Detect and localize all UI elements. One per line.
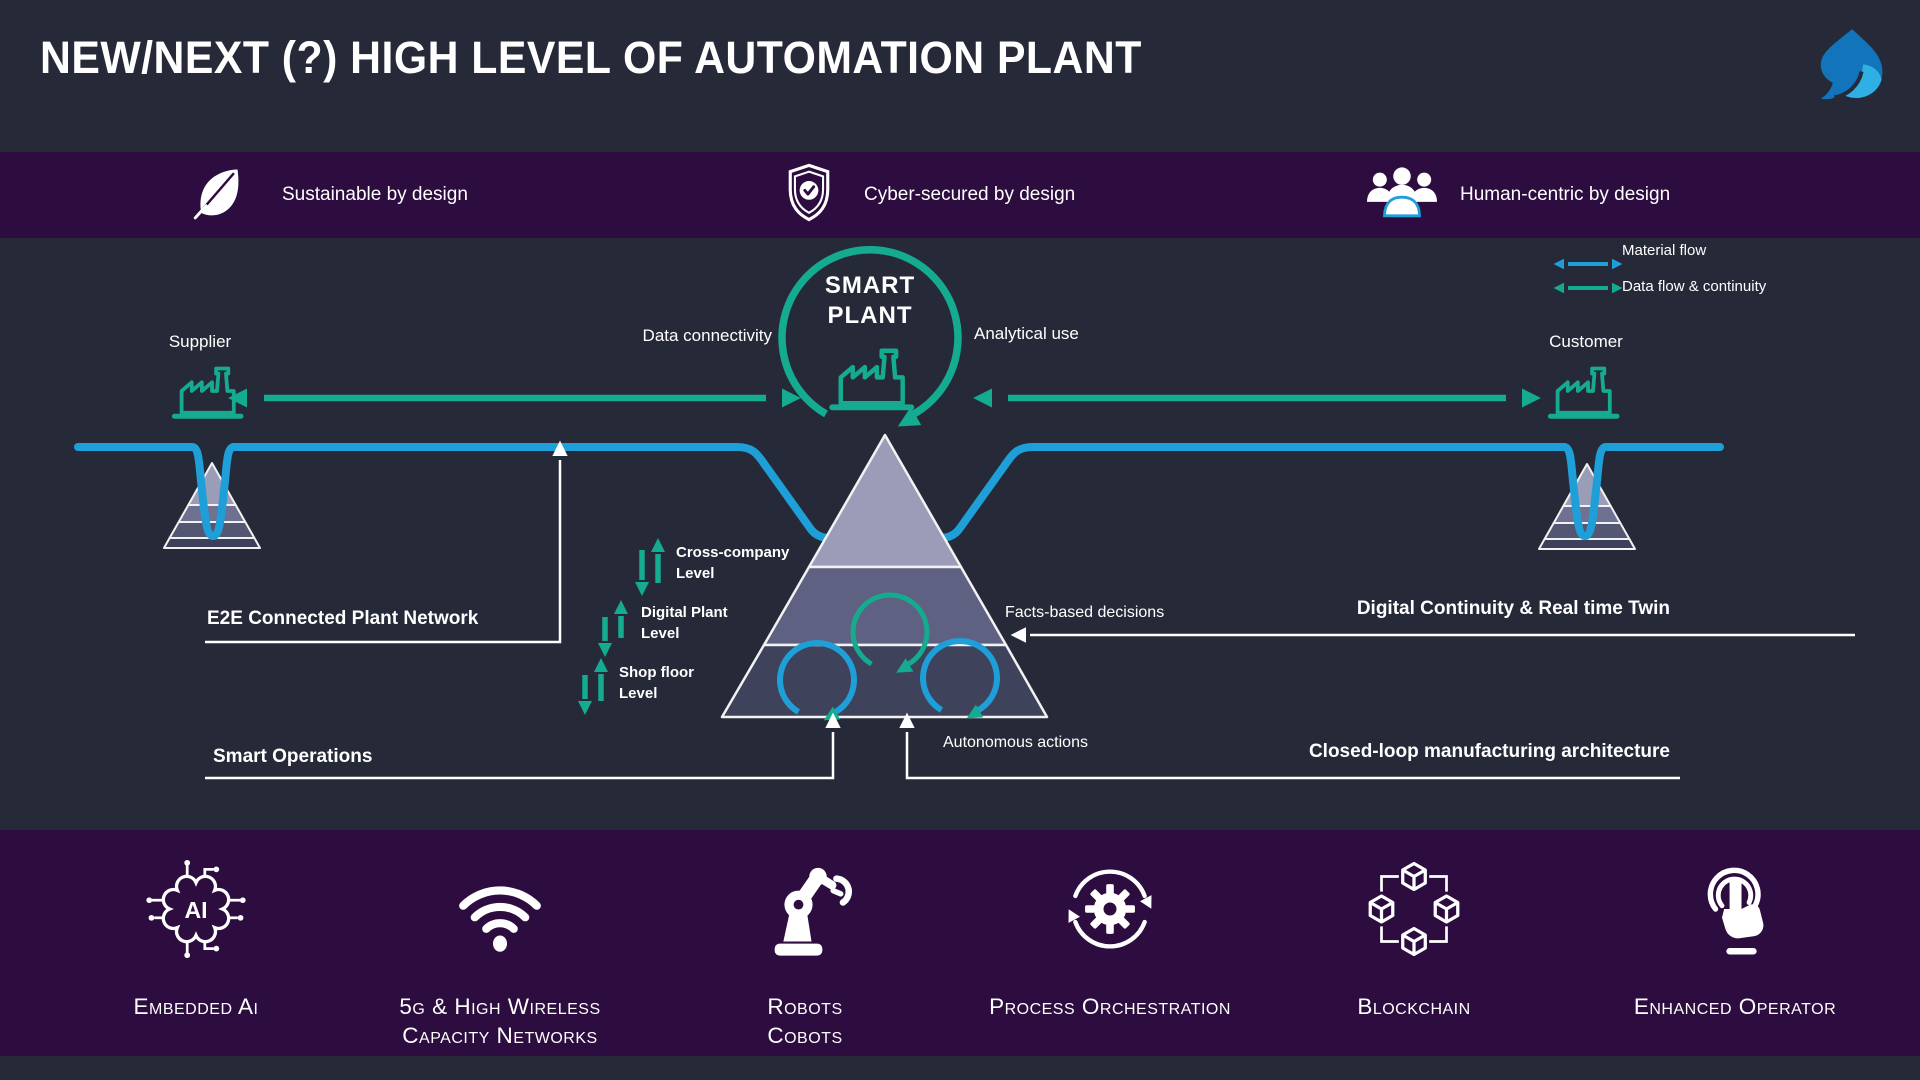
data-connectivity-label: Data connectivity — [642, 326, 772, 345]
callout-facts: Facts-based decisions — [1005, 604, 1165, 621]
header: NEW/NEXT (?) HIGH LEVEL OF AUTOMATION PL… — [0, 0, 1920, 152]
level-label-digital-plant: Digital Plant Level — [641, 604, 728, 642]
blockchain-icon — [1362, 848, 1466, 970]
data-flow-arrow-icon — [1553, 282, 1623, 294]
control-loop-right-icon — [920, 638, 1000, 725]
footer-strip — [0, 1056, 1920, 1080]
tech-wireless: 5g & High Wireless Capacity Networks — [350, 830, 650, 1056]
shop-floor-arrows-icon — [578, 658, 608, 715]
robot-arm-icon — [753, 848, 857, 970]
data-flow-line — [74, 443, 1724, 542]
process-orchestration-icon — [1058, 848, 1162, 970]
tech-label: Enhanced Operator — [1633, 994, 1837, 1019]
page-title: NEW/NEXT (?) HIGH LEVEL OF AUTOMATION PL… — [40, 32, 1142, 83]
tech-process-orchestration: Process Orchestration — [960, 830, 1260, 1056]
callout-e2e: E2E Connected Plant Network — [207, 608, 479, 629]
supplier-flow-arrow — [228, 388, 801, 408]
svg-text:AI: AI — [184, 897, 207, 923]
cross-company-arrows-icon — [635, 538, 665, 596]
callout-digital-continuity: Digital Continuity & Real time Twin — [1356, 598, 1670, 619]
digital-plant-arrows-icon — [598, 600, 628, 657]
supplier-pyramid — [163, 462, 261, 549]
tech-label: Process Orchestration — [989, 994, 1231, 1019]
technologies-band: AI Embedded Ai — [0, 830, 1920, 1056]
supplier-factory-icon — [174, 369, 241, 417]
smart-plant-title-line2: PLANT — [827, 302, 913, 329]
principles-band: Sustainable by design Cyber-secured by d… — [0, 152, 1920, 238]
shield-check-icon — [784, 163, 834, 228]
enhanced-operator-icon — [1683, 848, 1787, 970]
analytical-use-label: Analytical use — [974, 324, 1079, 343]
tech-blockchain: Blockchain — [1264, 830, 1564, 1056]
callout-closed-loop: Closed-loop manufacturing architecture — [1308, 741, 1670, 762]
wireless-icon — [448, 848, 552, 970]
customer-factory-icon — [1550, 369, 1617, 417]
principle-label-cyber: Cyber-secured by design — [864, 184, 1076, 205]
tech-label: Blockchain — [1357, 994, 1471, 1019]
diagram-area: Material flow Data flow & continuity SMA… — [0, 238, 1920, 830]
principle-label-sustainable: Sustainable by design — [282, 184, 468, 205]
callout-smart-operations: Smart Operations — [213, 746, 373, 767]
facts-arrow — [1010, 627, 1855, 643]
leaf-icon — [188, 164, 246, 227]
smart-plant-factory-icon — [832, 351, 911, 408]
callout-autonomous-actions: Autonomous actions — [943, 734, 1088, 751]
tech-label: Robots Cobots — [767, 994, 843, 1048]
smart-plant-title-line1: SMART — [824, 272, 916, 299]
customer-flow-arrow — [973, 388, 1541, 408]
capgemini-spade-logo-icon — [1812, 24, 1892, 113]
tech-embedded-ai: AI Embedded Ai — [46, 830, 346, 1056]
customer-pyramid — [1538, 463, 1636, 550]
tech-enhanced-operator: Enhanced Operator — [1585, 830, 1885, 1056]
legend-data-flow-label: Data flow & continuity — [1622, 278, 1767, 295]
tech-label: 5g & High Wireless Capacity Networks — [399, 994, 601, 1048]
level-label-cross-company: Cross-company Level — [676, 544, 790, 582]
ai-brain-icon: AI — [140, 848, 252, 970]
tech-robots-cobots: Robots Cobots — [655, 830, 955, 1056]
level-label-shop-floor: Shop floor Level — [619, 664, 694, 702]
tech-label: Embedded Ai — [133, 994, 259, 1019]
material-flow-arrow-icon — [1553, 258, 1623, 270]
control-loop-left-icon — [777, 640, 857, 727]
legend-material-flow-label: Material flow — [1622, 242, 1707, 259]
customer-label: Customer — [1549, 332, 1623, 351]
people-icon — [1364, 165, 1440, 226]
analytics-loop-icon — [850, 592, 930, 680]
principle-label-human: Human-centric by design — [1460, 184, 1671, 205]
supplier-label: Supplier — [168, 332, 232, 351]
